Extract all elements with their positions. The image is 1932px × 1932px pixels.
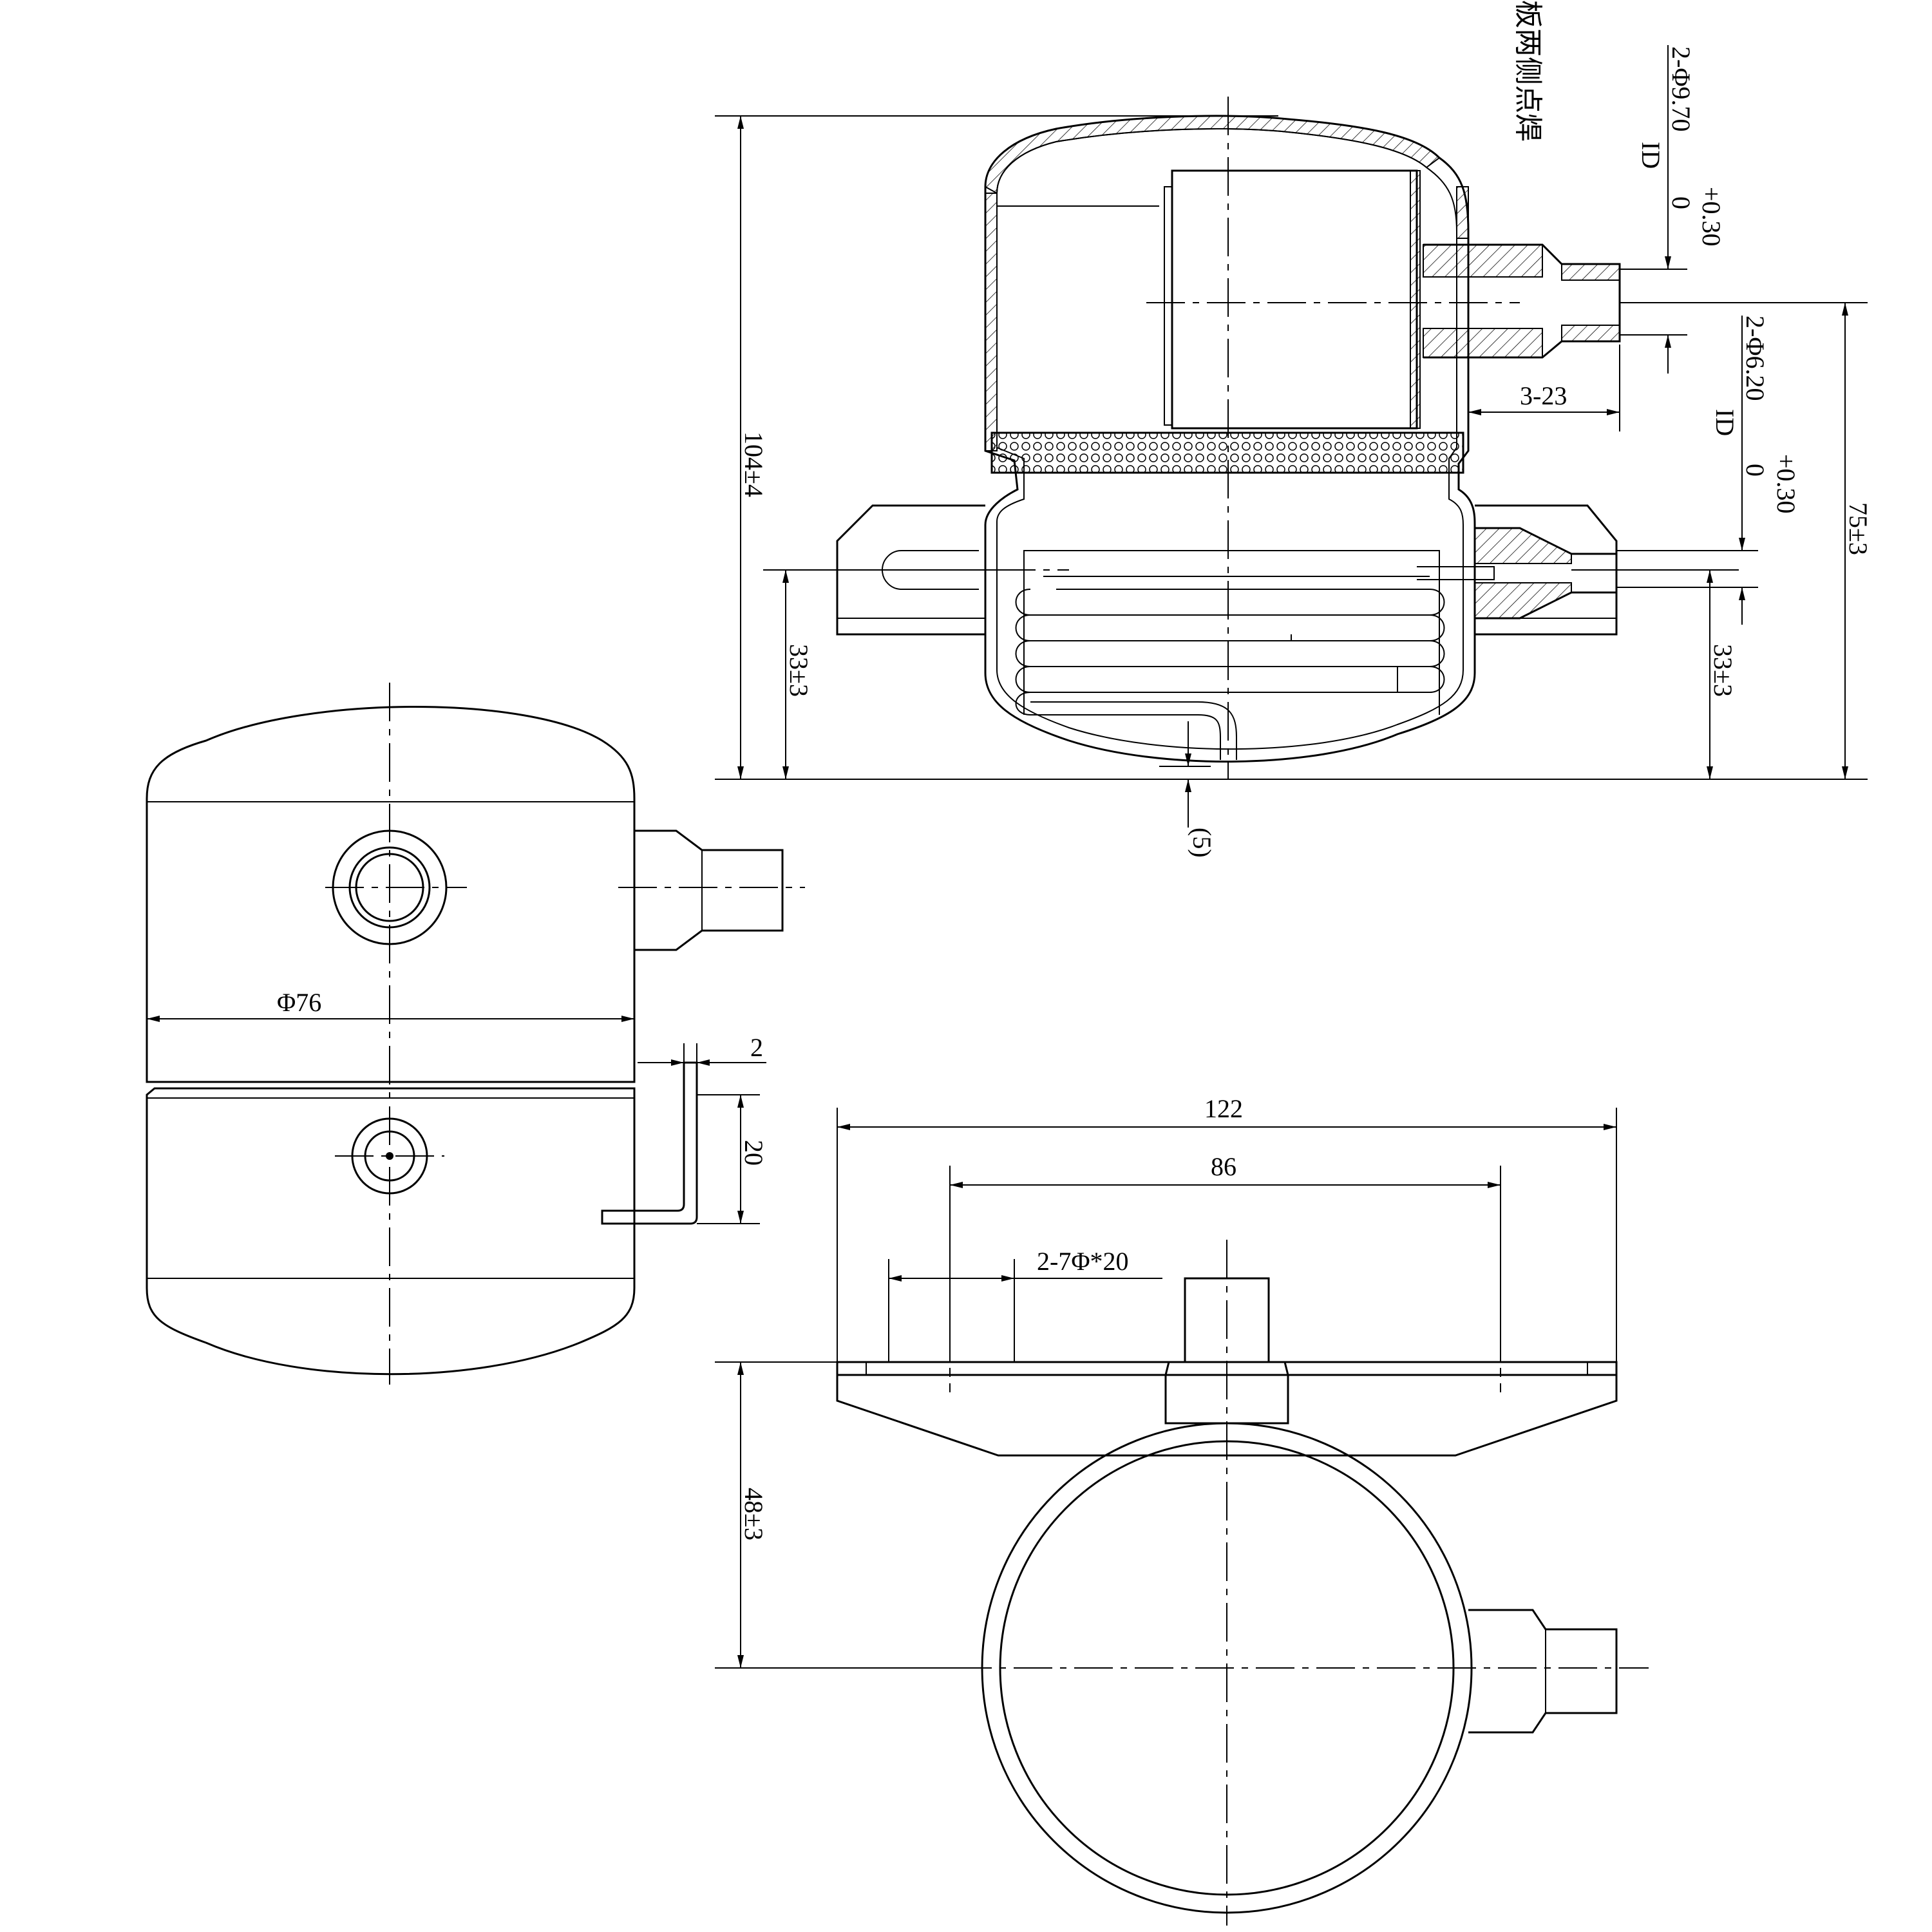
- dim-inlet-tol-upper: +0.30: [1697, 187, 1726, 247]
- dim-axis-to-plate: 48±3: [739, 1488, 768, 1540]
- side-body-upper: [146, 706, 636, 1083]
- left-wall-hatch: [985, 193, 998, 451]
- dim-inlet-dia: 2-Φ9.70: [1667, 46, 1696, 132]
- top-cap-hatch: [984, 115, 1441, 194]
- bottom-view: 122 86 2-7Φ*20 48±3: [715, 1094, 1649, 1926]
- coil: [1015, 576, 1445, 760]
- dim-outlet-tol-lower: 0: [1741, 464, 1770, 477]
- dim-plate-length: 122: [1204, 1094, 1243, 1123]
- side-port: [634, 829, 784, 951]
- dim-bottom-gap: (5): [1188, 828, 1217, 858]
- bracket-right: [1475, 504, 1618, 636]
- dim-plate-thickness: 2: [750, 1033, 763, 1062]
- cartridge-inner-line: [1164, 186, 1173, 426]
- dim-body-diameter: Φ76: [277, 988, 321, 1017]
- side-body-lower: [146, 1087, 636, 1376]
- dim-slot-spec: 2-7Φ*20: [1037, 1247, 1129, 1276]
- dim-inlet-tol-lower: 0: [1667, 196, 1696, 209]
- dim-bracket-offset: 20: [739, 1140, 768, 1166]
- inlet-port: [1423, 243, 1621, 359]
- dim-inlet-id: ID: [1636, 142, 1665, 169]
- dim-bracket-right: 33±3: [1709, 644, 1738, 697]
- outlet-port: [1417, 527, 1618, 620]
- inner-tube: [1023, 550, 1440, 715]
- dim-port-length: 3-23: [1520, 381, 1567, 410]
- bottom-cap: [996, 669, 1464, 750]
- dim-bracket-left: 33±3: [784, 644, 813, 697]
- cartridge: [1171, 169, 1418, 430]
- note-spot-weld: 板两侧点焊: [1511, 0, 1544, 142]
- cartridge-right-wall: [1410, 170, 1421, 429]
- dim-outlet-dia: 2-Φ6.20: [1741, 316, 1770, 401]
- section-view: 104±4 33±3 33±3 75±3 2-Φ9.70 ID 0 +0.30 …: [715, 0, 1873, 858]
- right-wall-hatch-top: [1456, 186, 1469, 239]
- bracket-left: [836, 504, 985, 636]
- side-bracket: [601, 1061, 698, 1225]
- dim-outlet-tol-upper: +0.30: [1772, 454, 1801, 514]
- dim-overall-height: 104±4: [739, 431, 768, 497]
- bottom-port: [1468, 1609, 1618, 1734]
- dim-outlet-id: ID: [1710, 409, 1739, 436]
- dim-hole-spacing: 86: [1211, 1152, 1236, 1181]
- side-view: Φ76 2 20: [146, 683, 805, 1385]
- dim-inlet-height: 75±3: [1844, 502, 1873, 555]
